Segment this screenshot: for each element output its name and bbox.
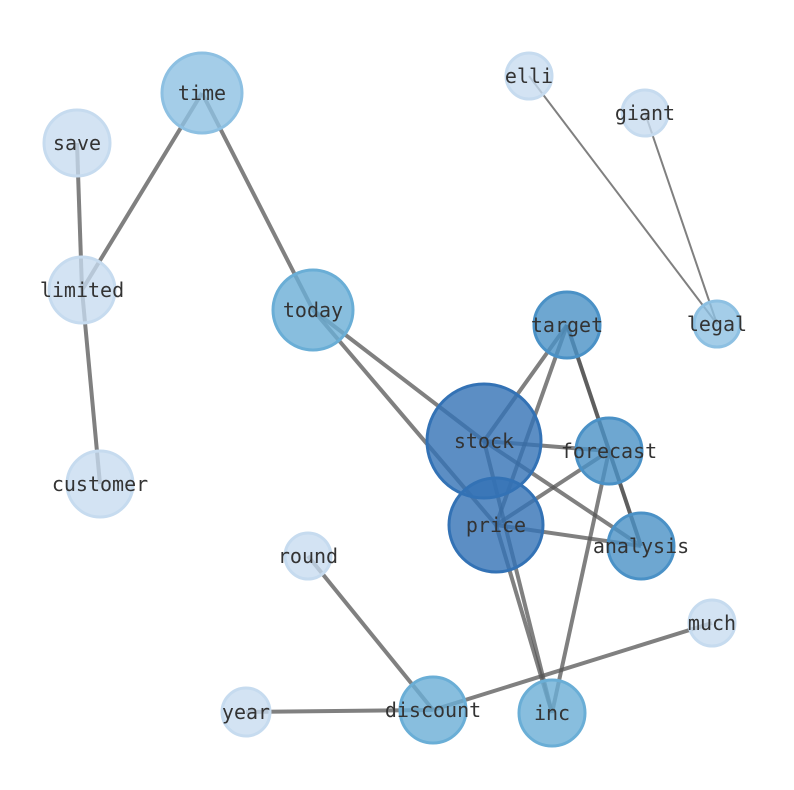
node-analysis[interactable] — [606, 511, 676, 581]
node-save[interactable] — [42, 108, 112, 178]
node-label-forecast: forecast — [561, 439, 657, 463]
node-label-round: round — [278, 544, 338, 568]
node-much[interactable] — [687, 598, 737, 648]
node-label-time: time — [178, 81, 226, 105]
node-legal[interactable] — [692, 299, 742, 349]
node-label-today: today — [283, 298, 343, 322]
edge-elli-legal — [528, 75, 718, 325]
node-label-inc: inc — [534, 701, 570, 725]
node-limited[interactable] — [47, 255, 117, 325]
node-label-price: price — [466, 513, 526, 537]
node-label-customer: customer — [52, 472, 148, 496]
edge-discount-much — [432, 621, 713, 712]
node-label-discount: discount — [385, 698, 481, 722]
label-layer: time save limited customer today elli giant leg… — [40, 64, 747, 725]
node-price[interactable] — [447, 476, 545, 574]
node-label-much: much — [688, 611, 736, 635]
node-time[interactable] — [160, 51, 244, 135]
node-discount[interactable] — [398, 675, 468, 745]
node-target[interactable] — [532, 290, 602, 360]
node-round[interactable] — [283, 531, 333, 581]
node-inc[interactable] — [517, 678, 587, 748]
node-label-save: save — [53, 131, 101, 155]
node-label-analysis: analysis — [593, 534, 689, 558]
node-label-legal: legal — [687, 312, 747, 336]
node-label-target: target — [531, 313, 603, 337]
node-label-limited: limited — [40, 278, 124, 302]
node-label-elli: elli — [505, 64, 553, 88]
node-forecast[interactable] — [574, 416, 644, 486]
node-year[interactable] — [220, 686, 272, 738]
node-label-giant: giant — [615, 101, 675, 125]
edge-giant-legal — [644, 112, 718, 325]
edge-layer — [75, 75, 718, 714]
node-today[interactable] — [271, 268, 355, 352]
node-layer — [42, 51, 742, 748]
node-giant[interactable] — [620, 88, 670, 138]
node-label-stock: stock — [454, 429, 514, 453]
node-customer[interactable] — [65, 449, 135, 519]
node-label-year: year — [222, 700, 270, 724]
node-elli[interactable] — [504, 51, 554, 101]
